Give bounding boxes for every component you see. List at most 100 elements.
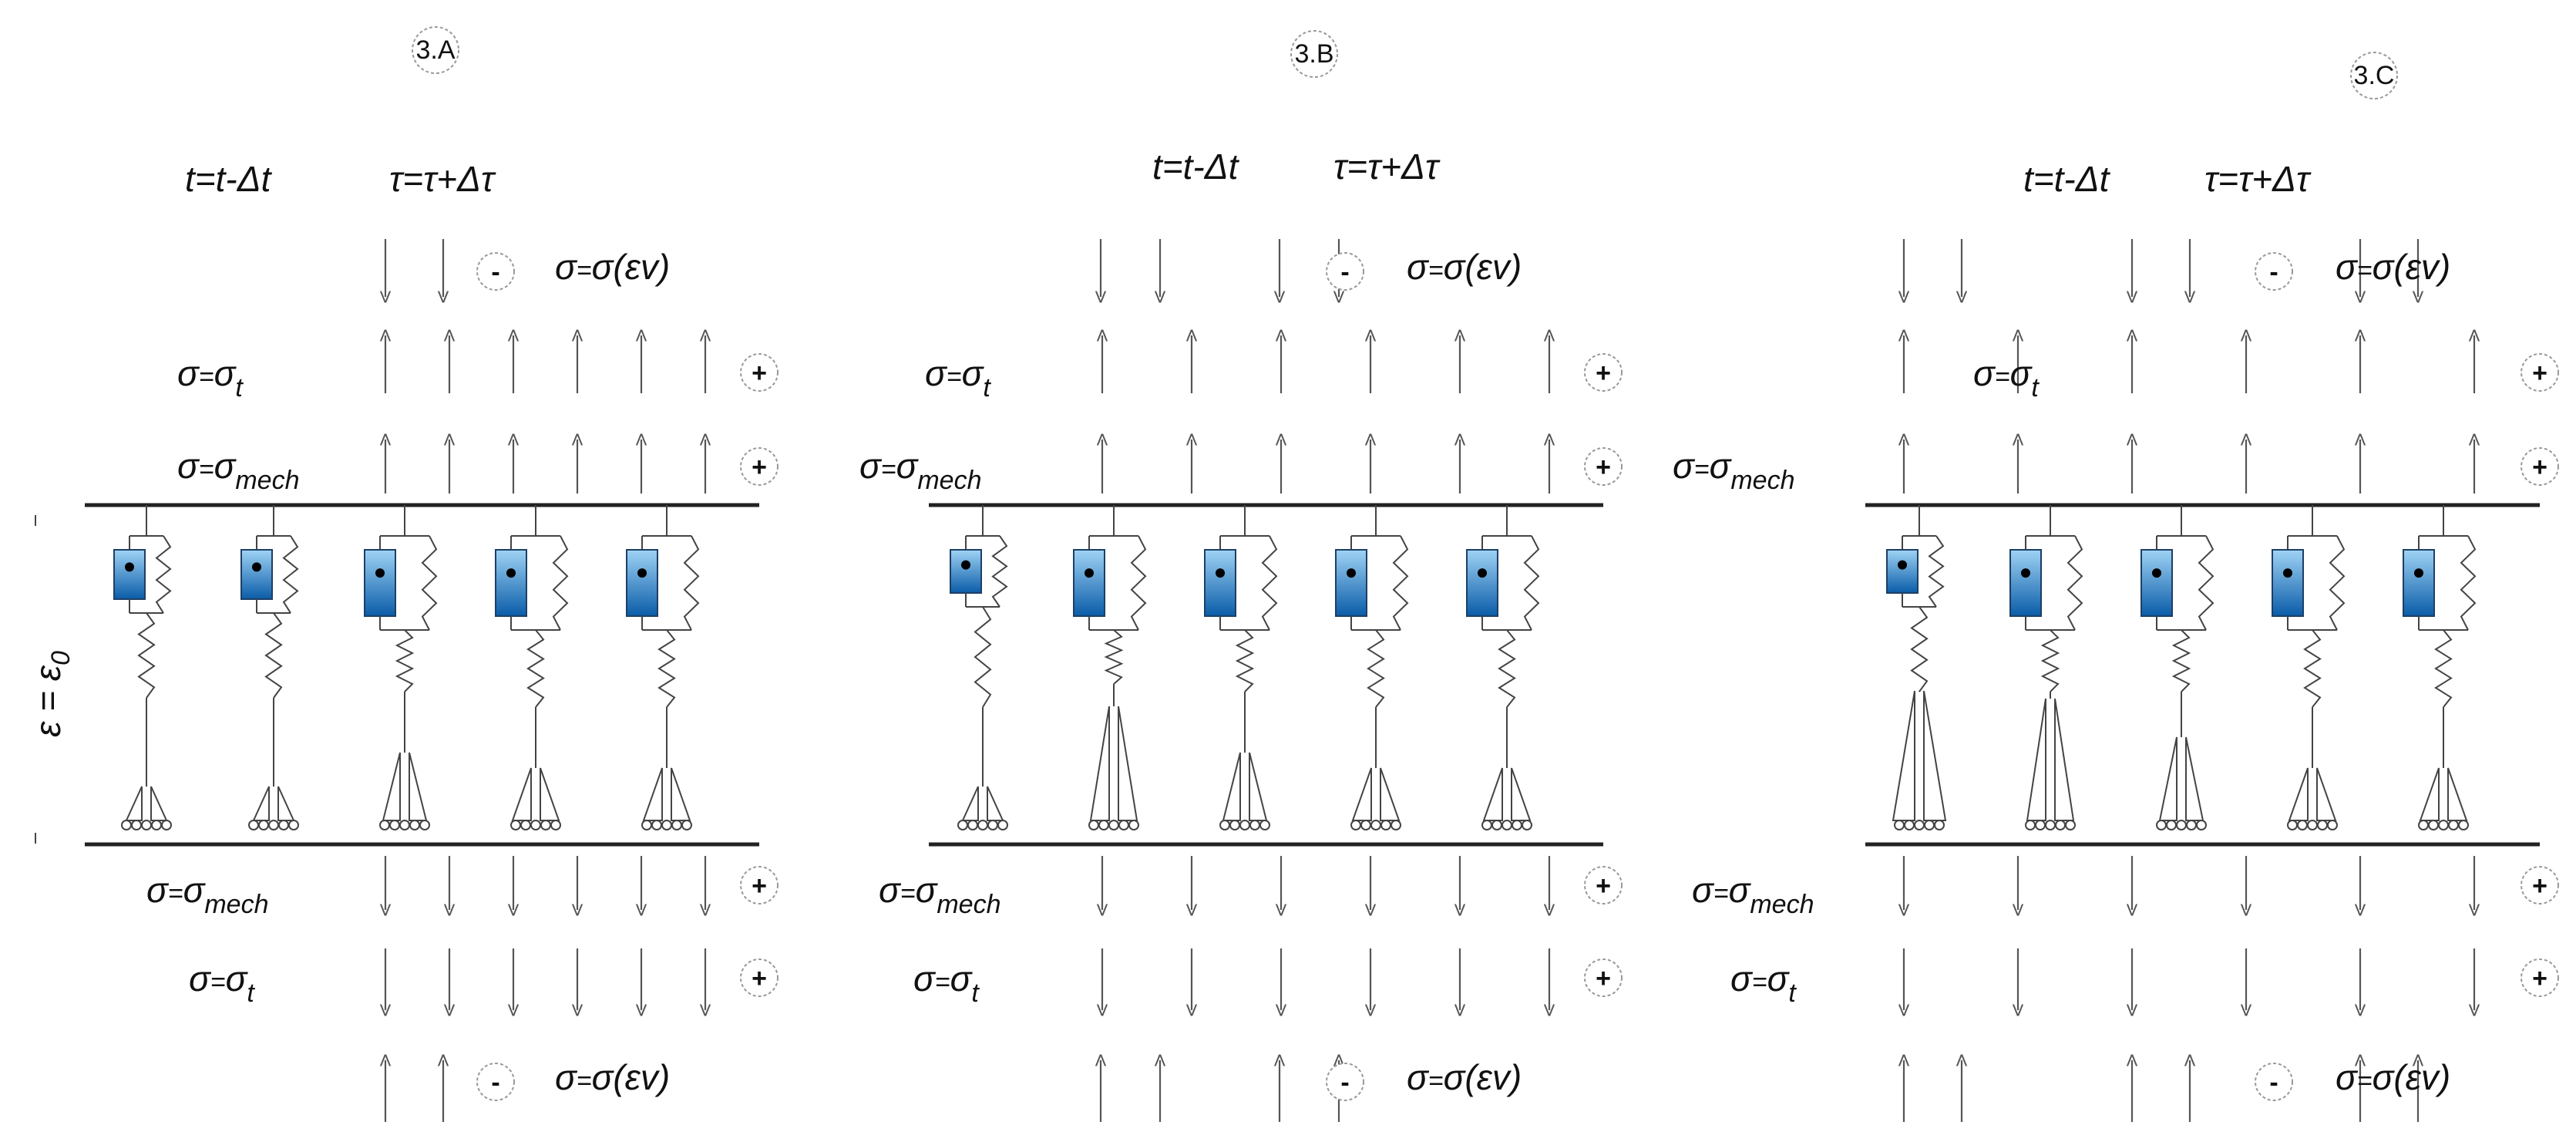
sign-circle (1326, 1063, 1364, 1101)
stress-equation: σ=σ(εv) (555, 1057, 670, 1097)
parallel-spring (683, 535, 700, 631)
stress-equation: σ=σ(εv) (555, 247, 670, 287)
roller (681, 820, 692, 830)
roller (997, 820, 1008, 830)
sign-circle (1584, 447, 1623, 486)
roller (131, 820, 142, 830)
roller (161, 820, 172, 830)
sign-circle (740, 353, 779, 392)
roller (2458, 820, 2469, 830)
stress-equation: σ=σmech (1692, 870, 1814, 919)
sign-circle (1584, 866, 1623, 905)
support-leg (2447, 767, 2468, 821)
dashpot-piston (2283, 568, 2292, 578)
dashpot (626, 549, 658, 617)
support-leg (1089, 706, 1110, 821)
sign-text: + (1596, 871, 1611, 901)
roller (2428, 820, 2439, 830)
parallel-spring (2067, 535, 2083, 631)
support-leg (1380, 767, 1401, 821)
parallel-spring (1928, 535, 1945, 608)
roller (661, 820, 672, 830)
roller (389, 820, 400, 830)
sign-text: + (752, 359, 767, 388)
series-spring (1498, 629, 1516, 708)
parallel-spring (282, 535, 299, 614)
time-step: t=t-Δt (185, 159, 273, 199)
roller (520, 820, 531, 830)
roller (268, 820, 279, 830)
roller (1512, 820, 1522, 830)
roller (1522, 820, 1532, 830)
roller (510, 820, 521, 830)
roller (2035, 820, 2046, 830)
roller (1894, 820, 1905, 830)
stress-equation: σ=σmech (879, 870, 1001, 919)
parallel-spring (1392, 535, 1409, 631)
sign-circle (2521, 866, 2559, 905)
roller (540, 820, 551, 830)
support-leg (642, 767, 663, 821)
roller (987, 820, 998, 830)
sign-text: + (1596, 359, 1611, 388)
time-step: t=t-Δt (2023, 159, 2111, 199)
dashpot-piston (2152, 568, 2161, 578)
sign-text: + (2532, 964, 2547, 993)
stress-equation: σ=σ(εv) (1407, 1057, 1522, 1097)
roller (1914, 820, 1925, 830)
series-spring (2040, 629, 2060, 692)
roller (1259, 820, 1270, 830)
support-leg (1351, 767, 1372, 821)
support-leg (1511, 767, 1532, 821)
roller (2166, 820, 2177, 830)
dashpot-piston (1347, 568, 1356, 578)
stress-equation: σ=σ(εv) (2336, 1057, 2450, 1097)
panel-label-circle (2350, 52, 2398, 99)
roller (550, 820, 561, 830)
dashpot-piston (1478, 568, 1487, 578)
support-leg (2054, 698, 2075, 821)
roller (2055, 820, 2066, 830)
sign-text: + (1596, 964, 1611, 993)
roller (409, 820, 420, 830)
sign-text: - (491, 1068, 499, 1097)
stress-equation: σ=σt (913, 958, 980, 1008)
dashpot-piston (1216, 568, 1225, 578)
support-leg (1118, 706, 1138, 821)
panel-label: 3.A (415, 35, 455, 65)
series-spring (1367, 629, 1385, 708)
dashpot (2403, 549, 2435, 617)
parallel-spring (155, 535, 172, 614)
sign-text: - (2269, 258, 2278, 287)
support-leg (961, 786, 979, 821)
sign-circle (740, 866, 779, 905)
roller (141, 820, 152, 830)
roller (1088, 820, 1099, 830)
support-leg (2158, 736, 2177, 821)
roller (2025, 820, 2036, 830)
dashpot-piston (1085, 568, 1094, 578)
support-leg (2185, 736, 2204, 821)
series-spring (395, 629, 415, 692)
support-leg (1923, 690, 1947, 821)
support-leg (987, 786, 1004, 821)
dashpot (2009, 549, 2042, 617)
dashpot-piston (637, 568, 647, 578)
roller (977, 820, 988, 830)
sign-text: + (752, 871, 767, 901)
roller (2418, 820, 2429, 830)
support-leg (1249, 752, 1268, 821)
support-leg (2288, 767, 2309, 821)
stress-equation: σ=σt (189, 958, 255, 1008)
dashpot (2272, 549, 2304, 617)
roller (2196, 820, 2207, 830)
roller (2307, 820, 2318, 830)
roller (379, 820, 390, 830)
roller (248, 820, 259, 830)
sign-text: + (1596, 453, 1611, 482)
sign-circle (1584, 353, 1623, 392)
sign-circle (2255, 1063, 2293, 1101)
support-leg (540, 767, 560, 821)
